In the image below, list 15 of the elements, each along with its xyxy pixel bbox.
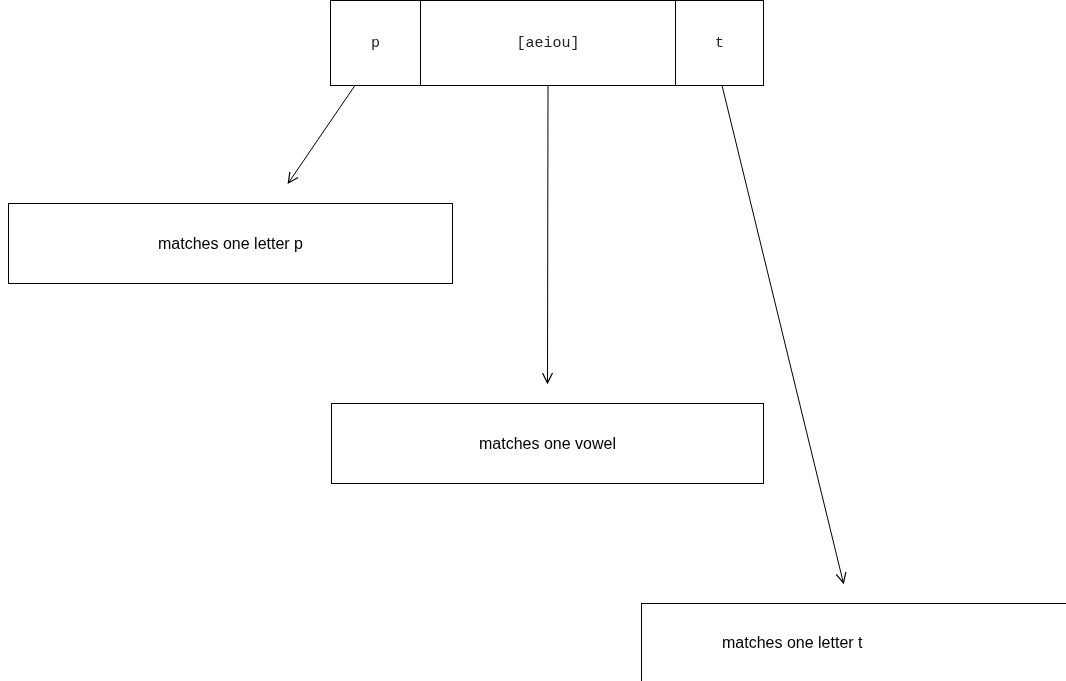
arrow — [541, 85, 554, 384]
arrow — [721, 85, 847, 584]
description-box — [641, 603, 1066, 681]
pattern-text: [aeiou] — [516, 34, 580, 52]
arrow — [287, 85, 356, 184]
pattern-cell — [330, 0, 421, 86]
description-box — [8, 203, 453, 284]
description-text: matches one letter p — [158, 234, 303, 253]
description-box — [331, 403, 764, 484]
description-text: matches one letter t — [722, 634, 863, 652]
pattern-cell — [675, 0, 764, 86]
pattern-cell — [420, 0, 676, 86]
pattern-text: p — [371, 34, 380, 52]
pattern-text: t — [715, 34, 724, 52]
description-text: matches one vowel — [479, 434, 616, 453]
